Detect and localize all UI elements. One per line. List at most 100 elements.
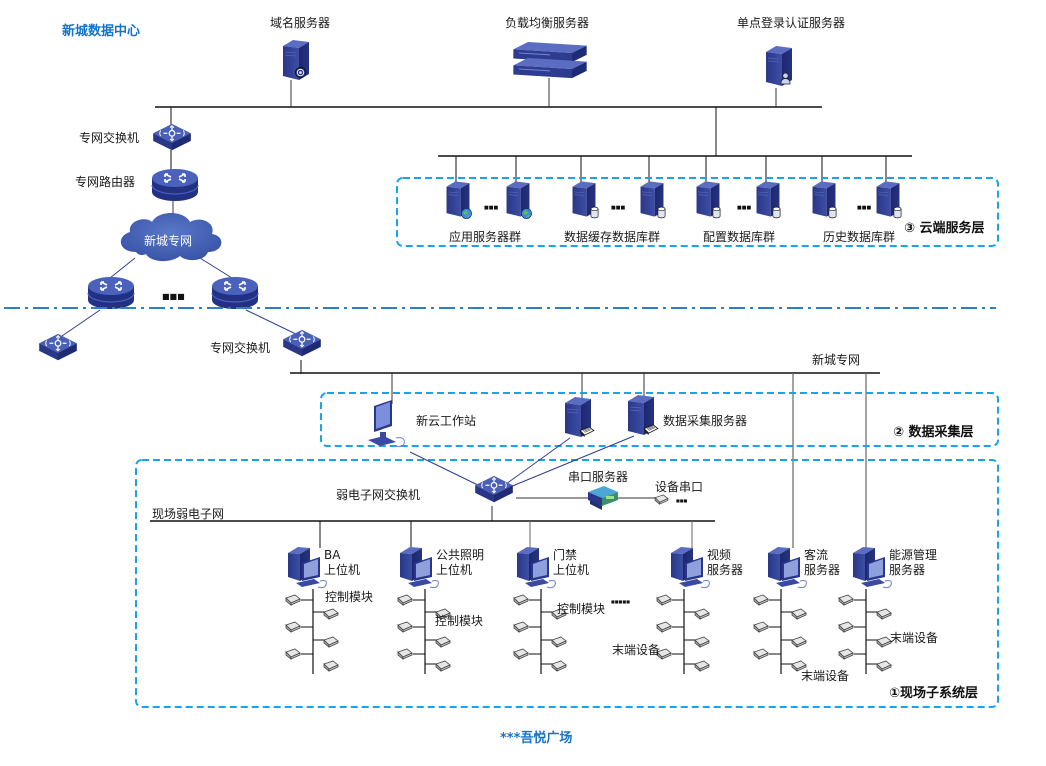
- end-device-icon[interactable]: [694, 636, 710, 648]
- end-device-icon[interactable]: [513, 621, 529, 633]
- collector-label: 数据采集服务器: [663, 413, 747, 428]
- branch-switch-label: 专网交换机: [210, 340, 270, 355]
- end-device-icon[interactable]: [397, 648, 413, 660]
- serial-ellipsis: ■■■: [676, 498, 688, 503]
- router-right-icon[interactable]: [211, 276, 259, 310]
- end-device-icon[interactable]: [694, 660, 710, 672]
- workstation-label: 新云工作站: [416, 413, 476, 428]
- subsystem-role: 服务器: [707, 562, 743, 577]
- end-device-icon[interactable]: [838, 621, 854, 633]
- cloud-server-bus: [438, 155, 912, 182]
- end-device-icon[interactable]: [435, 636, 451, 648]
- collect-bus-label: 新城专网: [812, 352, 860, 367]
- end-device-icon[interactable]: [551, 660, 567, 672]
- core-switch-label: 专网交换机: [79, 130, 139, 145]
- device-serial-label: 设备串口: [655, 480, 703, 494]
- end-device-icon[interactable]: [513, 648, 529, 660]
- serial-server-label: 串口服务器: [568, 469, 628, 484]
- serial-server[interactable]: 串口服务器: [568, 469, 628, 510]
- auth-server-label: 单点登录认证服务器: [737, 15, 845, 30]
- subsystem-name: 能源管理: [889, 547, 937, 562]
- core-network: [61, 150, 302, 374]
- workstation[interactable]: 新云工作站: [367, 399, 476, 448]
- end-device-icon[interactable]: [753, 648, 769, 660]
- subsystem-name: 公共照明: [436, 548, 484, 562]
- branch-switch-left-icon[interactable]: [38, 333, 78, 361]
- end-device-icon[interactable]: [323, 660, 339, 672]
- workstation-icon: [367, 399, 405, 448]
- subsystem-annotation: 末端设备: [801, 669, 849, 683]
- end-device-icon[interactable]: [876, 636, 892, 648]
- end-device-icon[interactable]: [753, 594, 769, 606]
- server-group-history-db[interactable]: ■■■ 历史数据库群: [812, 180, 902, 244]
- subsystem-annotation: 控制模块: [435, 614, 483, 628]
- host-pc-icon: [767, 546, 807, 589]
- end-device-icon[interactable]: [285, 648, 301, 660]
- field-switch-label: 弱电子网交换机: [336, 487, 420, 502]
- end-device-icon[interactable]: [513, 594, 529, 606]
- subsystem-list: BA上位机控制模块公共照明上位机控制模块门禁上位机控制模块视频服务器末端设备客流…: [285, 546, 938, 683]
- group-ellipsis: ■■■: [857, 205, 871, 211]
- end-device-icon[interactable]: [838, 648, 854, 660]
- group-label: 历史数据库群: [823, 229, 895, 244]
- collector-server-b[interactable]: 数据采集服务器: [627, 394, 747, 436]
- server-group-cache-db[interactable]: ■■■ 数据缓存数据库群: [564, 180, 666, 244]
- group-label: 配置数据库群: [703, 229, 775, 244]
- end-device-icon[interactable]: [656, 594, 672, 606]
- switch-icon: [474, 475, 514, 503]
- end-device-icon[interactable]: [876, 608, 892, 620]
- end-device-icon[interactable]: [397, 621, 413, 633]
- end-device-icon[interactable]: [323, 636, 339, 648]
- end-device-icon[interactable]: [551, 636, 567, 648]
- server-group-app[interactable]: ■■■ 应用服务器群: [446, 180, 532, 244]
- end-device-icon[interactable]: [285, 621, 301, 633]
- auth-server[interactable]: 单点登录认证服务器: [737, 15, 845, 87]
- end-device-icon[interactable]: [791, 608, 807, 620]
- group-label: 应用服务器群: [449, 229, 521, 244]
- router-left-icon[interactable]: [87, 276, 135, 310]
- end-device-icon[interactable]: [838, 594, 854, 606]
- collector-server-a[interactable]: [564, 396, 595, 438]
- core-router[interactable]: 专网路由器: [75, 168, 199, 202]
- device-serial-port[interactable]: 设备串口 ■■■: [654, 480, 703, 505]
- branch-switch[interactable]: 专网交换机: [210, 329, 322, 357]
- end-device-icon[interactable]: [397, 594, 413, 606]
- end-device-icon[interactable]: [285, 594, 301, 606]
- end-device-icon[interactable]: [323, 608, 339, 620]
- end-device-icon[interactable]: [694, 608, 710, 620]
- subsystem-ellipsis: ■■■■■: [611, 599, 630, 604]
- end-device-icon[interactable]: [435, 660, 451, 672]
- subsystem-role: 上位机: [436, 562, 472, 577]
- dns-server[interactable]: 域名服务器: [270, 15, 330, 81]
- subsystem-role: 服务器: [889, 562, 925, 577]
- subsystem-role: 上位机: [553, 562, 589, 577]
- field-switch[interactable]: 弱电子网交换机: [336, 475, 514, 503]
- end-device-icon[interactable]: [656, 621, 672, 633]
- core-switch[interactable]: 专网交换机: [79, 123, 192, 151]
- host-pc-icon: [287, 546, 327, 589]
- field-links: [150, 435, 715, 548]
- server-group-config-db[interactable]: ■■■ 配置数据库群: [696, 180, 781, 244]
- dns-badge-icon: [295, 67, 306, 78]
- database-icon: [657, 206, 666, 219]
- collect-layer-frame: [320, 392, 999, 447]
- group-ellipsis: ■■■: [737, 205, 751, 211]
- cloud-layer-name: ③ 云端服务层: [904, 220, 985, 236]
- serial-server-icon: [588, 486, 618, 510]
- load-balancer-server[interactable]: 负载均衡服务器: [505, 15, 589, 79]
- private-network-cloud[interactable]: 新城专网: [120, 213, 222, 262]
- end-device-icon[interactable]: [876, 660, 892, 672]
- group-ellipsis: ■■■: [484, 205, 498, 211]
- end-device-icon[interactable]: [753, 621, 769, 633]
- field-bus-label: 现场弱电子网: [152, 507, 224, 521]
- subsystem-name: 客流: [804, 547, 828, 562]
- subsystem-name: BA: [324, 548, 341, 562]
- end-device-icon[interactable]: [791, 636, 807, 648]
- subsystem-name: 视频: [707, 547, 731, 562]
